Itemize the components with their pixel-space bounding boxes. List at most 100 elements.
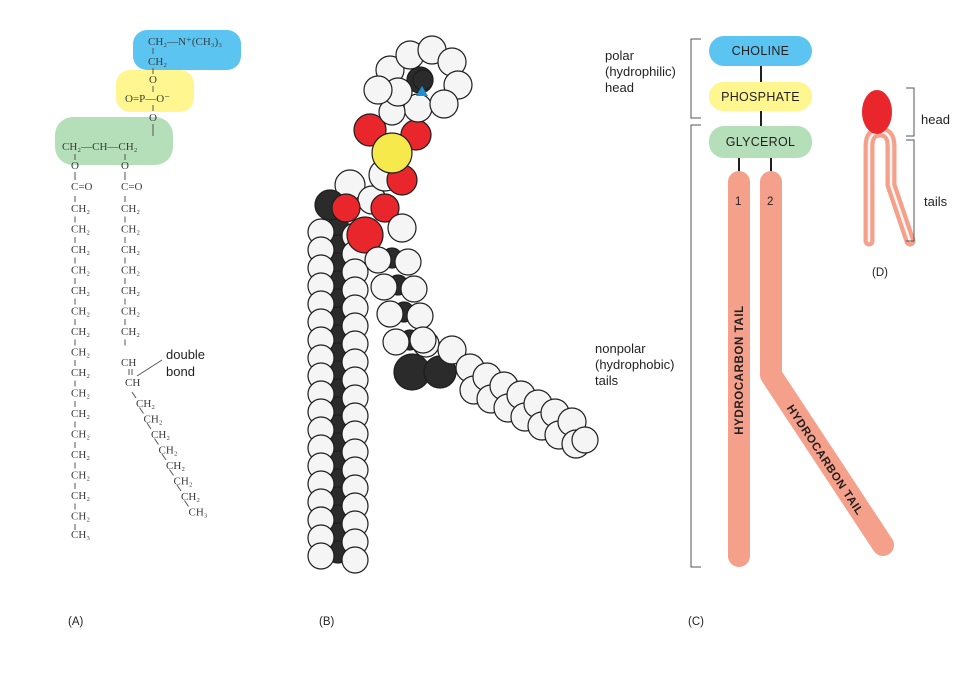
nonpolar-tails-bracket xyxy=(690,124,701,568)
oxygen-atom xyxy=(346,216,384,254)
double-bond-label-line1: double xyxy=(166,347,205,362)
tail-2-number: 2 xyxy=(767,196,773,208)
ch2-group: CH₂ xyxy=(71,388,90,400)
phosphate-group-text: O=P—O⁻ xyxy=(125,93,170,105)
ch2-group: CH₂ xyxy=(71,326,90,338)
tail-1-number: 1 xyxy=(735,196,741,208)
phosphate-bottom-oxygen: O xyxy=(149,112,157,124)
polar-label-line3: head xyxy=(605,80,634,95)
polar-label-line2: (hydrophilic) xyxy=(605,64,676,79)
ch2-group: CH₂ xyxy=(71,203,90,215)
panel-c-label: (C) xyxy=(688,616,704,628)
double-bond-label-line2: bond xyxy=(166,364,195,379)
ch2-group: CH₂ xyxy=(71,470,90,482)
ch3-group: CH₃ xyxy=(189,507,208,519)
ch2-group: CH₂ xyxy=(159,445,178,457)
fatty-acid-chain-1: CH₂ CH₂ CH₂ CH₂ CH₂ CH₂ CH₂ CH₂ CH₂ CH₂ CH₂ CH₂ CH₂ C… xyxy=(71,196,90,541)
panel-b-space-filling-model xyxy=(307,35,599,574)
panel-b-label: (B) xyxy=(319,616,335,628)
ch-group: CH xyxy=(125,377,140,389)
ch2-group: CH₂ xyxy=(71,511,90,523)
glycerol-highlight xyxy=(55,117,173,165)
phosphorus-atom xyxy=(371,132,413,174)
ch2-group: CH₂ xyxy=(121,306,140,318)
ch2-group: CH₂ xyxy=(71,408,90,420)
hydrogen-atom xyxy=(437,335,467,365)
oxygen-atom xyxy=(331,193,361,223)
phosphate-highlight xyxy=(116,70,194,112)
ch2-group: CH₂ xyxy=(71,347,90,359)
hydrogen-atom xyxy=(400,275,428,303)
hydrogen-atom xyxy=(409,326,437,354)
tails-label: tails xyxy=(924,194,948,209)
ch-group: CH xyxy=(121,357,136,369)
ch2-group: CH₂ xyxy=(71,429,90,441)
carbonyl-1: C=O xyxy=(71,181,93,193)
ch2-group: CH₂ xyxy=(174,476,193,488)
ch2-group: CH₂ xyxy=(121,224,140,236)
ester-oxygen-2: O xyxy=(121,160,129,172)
ch2-group: CH₂ xyxy=(71,367,90,379)
choline-box xyxy=(709,36,812,66)
ch2-group: CH₂ xyxy=(71,265,90,277)
ester-oxygen-1: O xyxy=(71,160,79,172)
panel-a-label: (A) xyxy=(68,616,84,628)
hydrogen-atom xyxy=(341,546,369,574)
ch3-group: CH₃ xyxy=(71,529,90,541)
nonpolar-label-line1: nonpolar xyxy=(595,341,646,356)
ch2-group: CH₂ xyxy=(121,285,140,297)
tails-bracket xyxy=(906,139,915,242)
hydrogen-atom xyxy=(364,246,392,274)
choline-group-text: CH₂—N⁺(CH₃)₃ xyxy=(148,36,222,48)
hydrogen-atom xyxy=(363,75,393,105)
ch2-group: CH₂ xyxy=(181,491,200,503)
hydrogen-atom xyxy=(307,542,335,570)
carbon-atom xyxy=(412,69,434,91)
double-bond-pointer xyxy=(136,359,163,377)
hydrogen-atom xyxy=(370,273,398,301)
ch2-group: CH₂ xyxy=(121,326,140,338)
ch2-group: CH₂ xyxy=(121,244,140,256)
hydrogen-atom xyxy=(571,426,599,454)
panel-a-formula: CH₂—N⁺(CH₃)₃ CH₂ O O=P—O⁻ O CH₂—CH—CH₂ O… xyxy=(55,30,241,628)
ch2-group: CH₂ xyxy=(71,244,90,256)
glycerol-box xyxy=(709,126,812,158)
panel-c-schematic: polar (hydrophilic) head nonpolar (hydro… xyxy=(595,36,894,628)
phosphate-box xyxy=(709,82,812,111)
hydrocarbon-tail-2 xyxy=(760,171,894,556)
glycerol-box-label: GLYCEROL xyxy=(726,135,796,149)
phosphate-top-oxygen: O xyxy=(149,74,157,86)
hydrogen-atom xyxy=(394,248,422,276)
polar-label-line1: polar xyxy=(605,48,635,63)
fatty-acid-chain-2: CH₂ CH₂ CH₂ CH₂ CH₂ CH₂ CH₂ CH CH CH₂ CH₂ CH₂ CH₂ CH₂… xyxy=(121,196,208,519)
hydrogen-atom xyxy=(376,300,404,328)
choline-highlight xyxy=(133,30,241,70)
oxygen-atom xyxy=(370,193,400,223)
phosphate-box-label: PHOSPHATE xyxy=(721,90,800,104)
ch2-group: CH₂ xyxy=(71,449,90,461)
hydrogen-atom xyxy=(406,302,434,330)
tail-1-label: HYDROCARBON TAIL xyxy=(734,305,746,435)
ch2-group: CH₂ xyxy=(71,490,90,502)
ch2-group: CH₂ xyxy=(71,285,90,297)
ch2-group: CH₂ xyxy=(71,224,90,236)
panel-d-label: (D) xyxy=(872,267,888,279)
panel-d-icon: head tails (D) xyxy=(862,87,950,279)
head-label: head xyxy=(921,112,950,127)
choline-ch2-text: CH₂ xyxy=(148,56,167,68)
carbonyl-2: C=O xyxy=(121,181,143,193)
ch2-group: CH₂ xyxy=(71,306,90,318)
glycerol-group-text: CH₂—CH—CH₂ xyxy=(62,141,138,153)
ch2-group: CH₂ xyxy=(136,398,155,410)
nitrogen-atom xyxy=(416,86,428,96)
head-bracket xyxy=(906,87,915,137)
ch2-group: CH₂ xyxy=(121,203,140,215)
ch2-group: CH₂ xyxy=(144,414,163,426)
hydrogen-atom xyxy=(382,328,410,356)
ch2-group: CH₂ xyxy=(121,265,140,277)
choline-box-label: CHOLINE xyxy=(732,44,790,58)
polar-head-bracket xyxy=(690,38,701,119)
nonpolar-label-line3: tails xyxy=(595,373,619,388)
hydrogen-atom xyxy=(387,213,417,243)
